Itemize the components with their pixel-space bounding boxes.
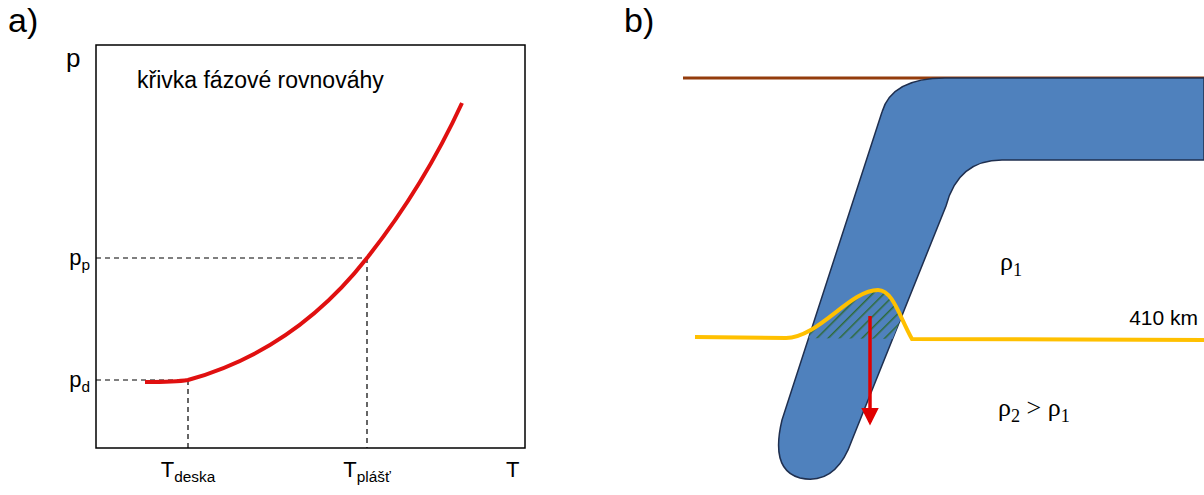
axis-label: T	[506, 458, 519, 482]
guide-lines	[96, 258, 367, 448]
plot-frame	[96, 45, 525, 448]
phase-boundary-410	[695, 290, 1204, 340]
force-arrow	[868, 316, 872, 422]
panel-label: b)	[624, 2, 654, 39]
plot-title: křivka fázové rovnováhy	[137, 68, 384, 93]
density-label: ρ2 > ρ1	[998, 394, 1070, 423]
tick-label: pp	[69, 246, 90, 270]
subducting-slab	[779, 78, 1204, 479]
tick-label: Tdeska	[161, 458, 216, 482]
tick-label: pd	[69, 368, 90, 392]
depth-label: 410 km	[1129, 306, 1198, 329]
axis-label: p	[66, 44, 80, 73]
density-label: ρ1	[1000, 248, 1022, 277]
phase-curve	[145, 103, 462, 382]
tick-label: Tplášť	[343, 458, 390, 482]
panel-label: a)	[8, 2, 38, 39]
